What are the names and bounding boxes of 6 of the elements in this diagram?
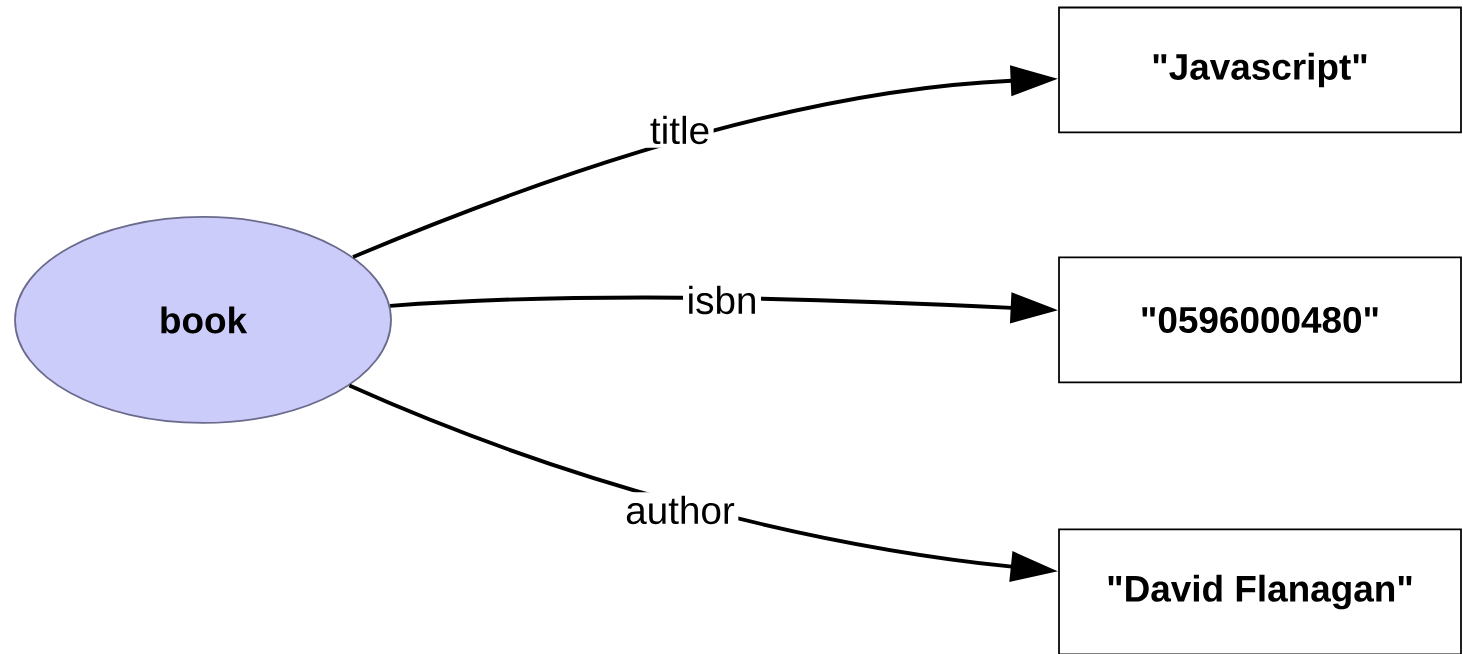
value-box: "0596000480" [1058, 256, 1462, 384]
edge-label: title [646, 112, 714, 148]
edge-label: author [621, 492, 739, 528]
value-box: "David Flanagan" [1058, 528, 1462, 654]
edge-label: isbn [683, 282, 761, 318]
value-box: "Javascript" [1058, 6, 1462, 134]
